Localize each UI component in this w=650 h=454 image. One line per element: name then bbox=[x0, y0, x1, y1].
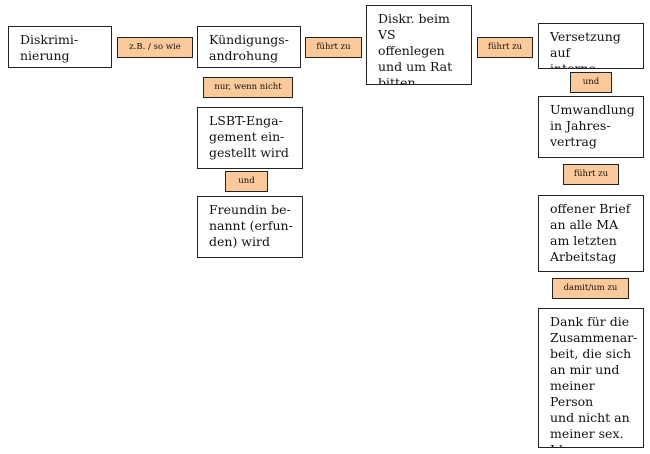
node-freundin: Freundin be- nannt (erfun- den) wird bbox=[197, 196, 303, 258]
node-diskr-vs: Diskr. beim VS offenlegen und um Rat bit… bbox=[366, 5, 472, 85]
node-versetzung: Versetzung auf interne Stelle bbox=[538, 23, 644, 69]
edge-und-2: und bbox=[225, 171, 268, 192]
node-umwandlung: Umwandlung in Jahres- vertrag bbox=[538, 96, 644, 158]
edge-fuehrt-zu-1: führt zu bbox=[305, 37, 362, 58]
edge-und-1: und bbox=[570, 72, 612, 93]
edge-zb-so-wie: z.B. / so wie bbox=[117, 37, 193, 58]
node-kuendigungsandrohung: Kündigungs- androhung bbox=[197, 26, 301, 68]
node-offener-brief: offener Brief an alle MA am letzten Arbe… bbox=[538, 195, 644, 272]
edge-damit-um-zu: damit/um zu bbox=[552, 278, 629, 299]
edge-fuehrt-zu-3: führt zu bbox=[563, 164, 619, 185]
edge-nur-wenn-nicht: nur, wenn nicht bbox=[203, 77, 293, 98]
node-dank: Dank für die Zusammenar- beit, die sich … bbox=[538, 308, 644, 448]
node-diskriminierung: Diskrimi- nierung bbox=[8, 26, 112, 68]
node-lsbt: LSBT-Enga- gement ein- gestellt wird bbox=[197, 107, 303, 169]
edge-fuehrt-zu-2: führt zu bbox=[477, 37, 533, 58]
